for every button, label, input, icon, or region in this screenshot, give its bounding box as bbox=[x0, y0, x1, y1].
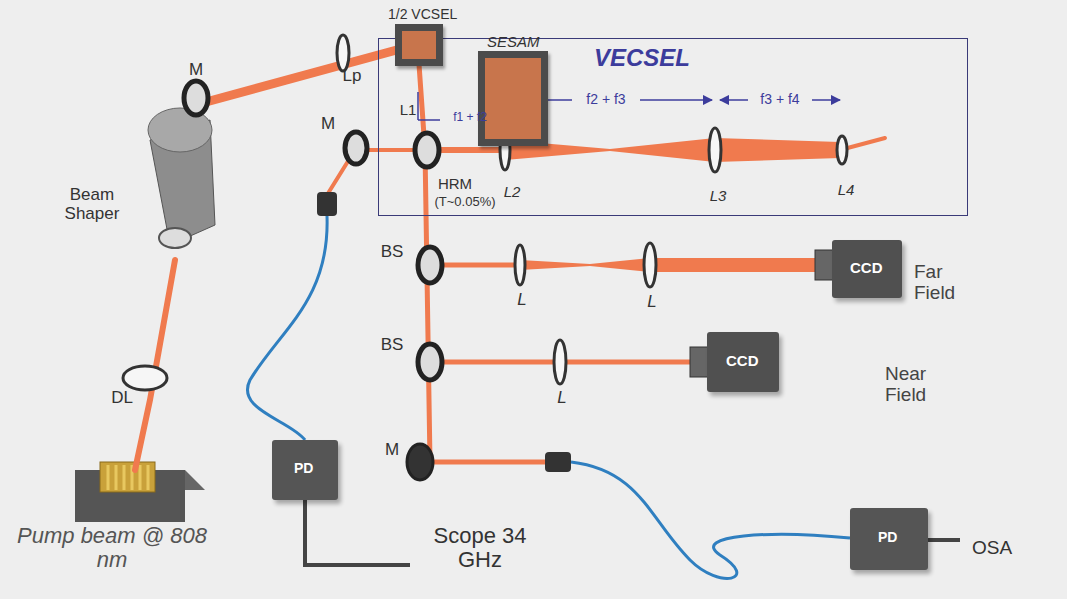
part-label: HRM bbox=[438, 176, 472, 193]
optic bbox=[123, 35, 847, 480]
sesam-chip: SESAM bbox=[478, 51, 548, 146]
fiber bbox=[247, 192, 850, 579]
beam-shaper bbox=[148, 108, 215, 248]
part-label: L3 bbox=[710, 188, 727, 205]
component-name: 1/2 VCSEL bbox=[388, 7, 457, 22]
photodiode: PD bbox=[850, 508, 928, 570]
laser-beam bbox=[135, 45, 885, 470]
part-label: L1 bbox=[400, 102, 417, 119]
part-label: L bbox=[517, 291, 526, 310]
component-name: PD bbox=[294, 461, 313, 476]
part-label: L bbox=[557, 389, 566, 408]
part-label: L bbox=[647, 293, 656, 312]
ccd-camera: CCDNear Field bbox=[707, 332, 779, 392]
component-name: SESAM bbox=[487, 34, 540, 51]
part-label: DL bbox=[111, 389, 133, 408]
part-label: f2 + f3 bbox=[583, 92, 628, 107]
part-label: M bbox=[189, 61, 203, 80]
part-label: L2 bbox=[504, 184, 521, 201]
part-label: M bbox=[321, 115, 335, 134]
part-label: BS bbox=[381, 336, 404, 355]
component-name: CCD bbox=[726, 353, 759, 370]
part-label: BS bbox=[381, 243, 404, 262]
part-label: Beam Shaper bbox=[57, 186, 127, 223]
part-label: Lp bbox=[343, 67, 362, 86]
photodiode: PD bbox=[272, 440, 338, 500]
component-label: Near Field bbox=[885, 364, 965, 406]
part-label: (T~0.05%) bbox=[434, 195, 495, 209]
component-name: VECSEL bbox=[594, 45, 690, 71]
ccd-camera: CCDFar Field bbox=[832, 240, 902, 298]
part-label: f3 + f4 bbox=[757, 92, 802, 107]
part-label: Pump beam @ 808 nm bbox=[7, 524, 217, 572]
component-name: PD bbox=[878, 530, 897, 545]
part-label: f1 + f2 bbox=[453, 111, 487, 124]
part-label: M bbox=[385, 441, 399, 460]
part-label: L4 bbox=[838, 182, 855, 199]
part-label: OSA bbox=[972, 538, 1012, 559]
diode-laser bbox=[75, 462, 205, 522]
gain-chip: 1/2 VCSEL bbox=[395, 24, 443, 66]
component-label: Far Field bbox=[914, 262, 984, 304]
part-label: Scope 34 GHz bbox=[430, 524, 530, 572]
component-name: CCD bbox=[850, 260, 883, 277]
